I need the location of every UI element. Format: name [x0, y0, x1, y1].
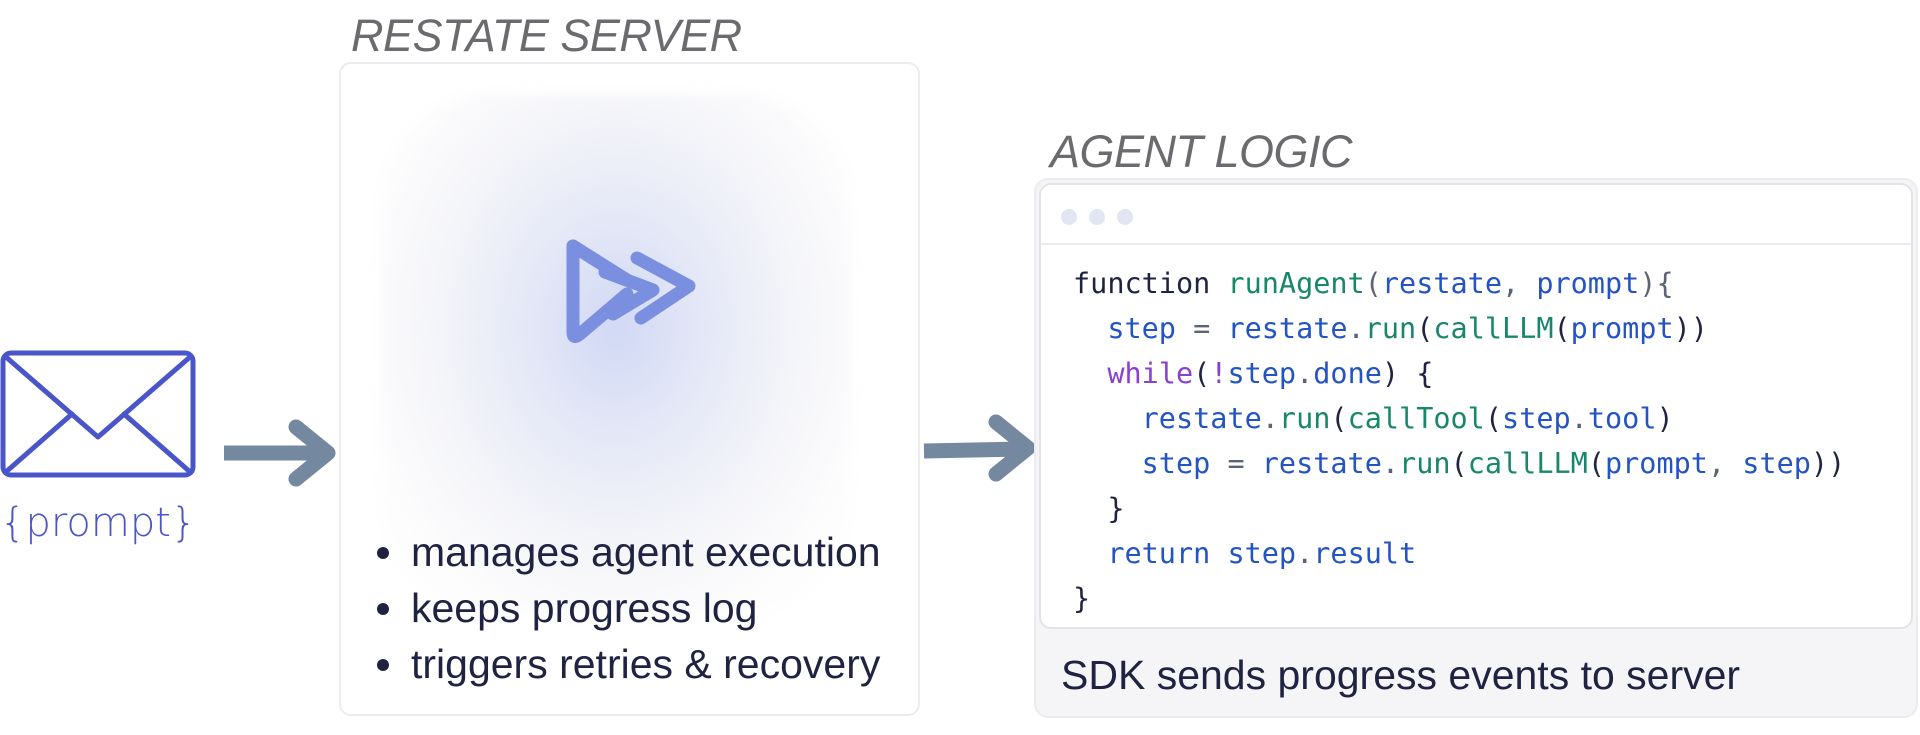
- code-token: (: [1330, 402, 1348, 435]
- code-window: function runAgent(restate, prompt){ step…: [1039, 183, 1913, 629]
- code-line: step = restate.run(callLLM(prompt, step)…: [1073, 441, 1846, 486]
- code-token: restate: [1227, 312, 1348, 345]
- code-token: step: [1073, 312, 1176, 345]
- window-dot: [1117, 209, 1133, 225]
- code-line: }: [1073, 576, 1845, 621]
- code-token: (: [1587, 447, 1605, 480]
- code-token: done: [1313, 357, 1382, 390]
- code-token: ,: [1707, 447, 1743, 480]
- code-token: .: [1381, 447, 1400, 480]
- code-line: return step.result: [1073, 531, 1845, 576]
- code-token: step: [1227, 357, 1297, 390]
- bullet-item: triggers retries & recovery: [375, 636, 881, 692]
- server-glow: [381, 94, 851, 614]
- restate-logo-icon: [566, 239, 696, 344]
- code-token: return: [1073, 537, 1228, 570]
- code-token: callLLM: [1467, 447, 1588, 480]
- code-token: step: [1073, 447, 1211, 480]
- code-token: runAgent: [1227, 267, 1365, 300]
- code-token: step: [1227, 537, 1297, 570]
- agent-footer: SDK sends progress events to server: [1061, 652, 1741, 698]
- code-token: }: [1073, 492, 1125, 525]
- code-line: step = restate.run(callLLM(prompt)): [1073, 306, 1845, 351]
- code-token: ): [1656, 402, 1674, 435]
- code-token: run: [1278, 402, 1331, 435]
- code-token: .: [1261, 402, 1279, 435]
- code-token: .: [1347, 312, 1365, 345]
- code-token: (: [1553, 312, 1571, 345]
- code-token: (: [1484, 402, 1503, 435]
- code-token: )): [1673, 312, 1708, 345]
- code-line: function runAgent(restate, prompt){: [1073, 261, 1845, 306]
- code-token: .: [1296, 357, 1314, 390]
- agent-title: AGENT LOGIC: [1050, 126, 1353, 177]
- code-token: }: [1073, 582, 1091, 615]
- code-token: run: [1399, 447, 1451, 480]
- code-token: run: [1364, 312, 1417, 345]
- code-token: =: [1210, 447, 1262, 480]
- code-line: restate.run(callTool(step.tool): [1073, 396, 1845, 441]
- code-token: restate: [1073, 402, 1262, 435]
- code-token: prompt: [1604, 447, 1708, 480]
- agent-card: function runAgent(restate, prompt){ step…: [1034, 178, 1918, 718]
- code-token: while: [1073, 357, 1194, 390]
- code-token: (: [1416, 312, 1434, 345]
- code-token: step: [1502, 402, 1571, 435]
- arrow-right-icon: [224, 419, 336, 487]
- code-token: restate: [1261, 447, 1382, 480]
- server-title: RESTATE SERVER: [351, 10, 742, 61]
- bullet-item: keeps progress log: [375, 580, 881, 636]
- code-token: )): [1810, 447, 1846, 480]
- code-token: restate: [1381, 267, 1502, 300]
- code-token: =: [1175, 312, 1228, 345]
- code-line: while(!step.done) {: [1073, 351, 1845, 396]
- code-token: result: [1313, 537, 1417, 570]
- bullet-item: manages agent execution: [375, 524, 881, 580]
- code-line: }: [1073, 486, 1845, 531]
- code-token: (: [1364, 267, 1382, 300]
- window-bar: [1041, 185, 1911, 245]
- code-token: .: [1296, 537, 1314, 570]
- server-bullets: manages agent execution keeps progress l…: [375, 524, 881, 692]
- code-token: step: [1742, 447, 1811, 480]
- code-token: .: [1570, 402, 1588, 435]
- code-block: function runAgent(restate, prompt){ step…: [1073, 261, 1845, 621]
- code-token: prompt: [1570, 312, 1674, 345]
- window-dot: [1061, 209, 1077, 225]
- code-token: prompt: [1536, 267, 1640, 300]
- server-card: manages agent execution keeps progress l…: [339, 62, 920, 716]
- prompt-label: {prompt}: [0, 500, 197, 546]
- code-token: ,: [1502, 267, 1537, 300]
- code-token: callLLM: [1433, 312, 1554, 345]
- code-token: function: [1073, 267, 1228, 300]
- window-dot: [1089, 209, 1105, 225]
- envelope-icon: [0, 350, 196, 478]
- arrow-right-icon: [923, 414, 1036, 482]
- code-token: ){: [1639, 267, 1674, 300]
- code-token: callTool: [1347, 402, 1485, 435]
- code-token: (: [1193, 357, 1211, 390]
- code-token: (: [1450, 447, 1468, 480]
- code-token: ) {: [1381, 357, 1434, 390]
- code-token: tool: [1587, 402, 1657, 435]
- code-token: !: [1210, 357, 1228, 390]
